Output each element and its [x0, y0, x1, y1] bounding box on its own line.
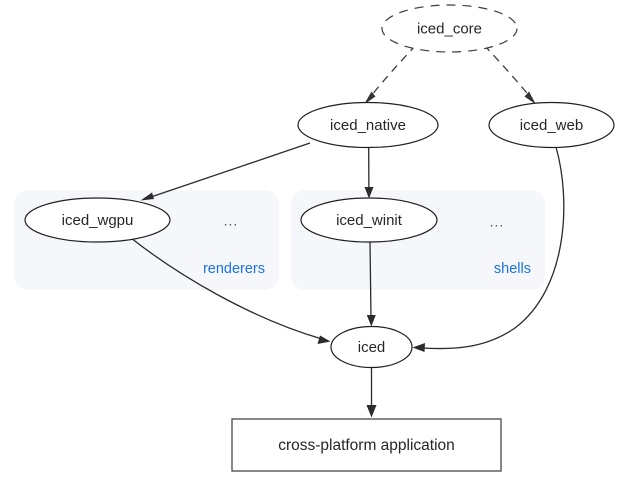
node-iced-web[interactable]: iced_web — [488, 101, 615, 149]
arrow-head-native-wgpu — [140, 192, 154, 201]
node-iced-web-shape[interactable] — [488, 101, 615, 149]
arrow-head-core-native — [364, 91, 376, 105]
edge-path-web-iced — [420, 146, 565, 350]
node-cross-platform-application[interactable]: cross-platform application — [231, 418, 502, 472]
renderers-more-indicator: ... — [224, 213, 239, 229]
node-application-label: cross-platform application — [278, 437, 455, 454]
node-iced-web-label: iced_web — [520, 117, 583, 134]
edge-path-core-native — [368, 44, 417, 99]
edge-path-core-web — [483, 44, 532, 99]
node-iced-shape[interactable] — [330, 325, 413, 369]
edge-iced-wgpu-to-iced — [130, 237, 331, 344]
node-iced-native-label: iced_native — [330, 117, 406, 134]
edge-iced-native-to-iced-wgpu — [140, 142, 311, 201]
arrow-head-iced-app — [366, 405, 377, 418]
node-iced-wgpu[interactable]: iced_wgpu — [24, 197, 171, 243]
node-iced-winit-shape[interactable] — [300, 197, 438, 243]
node-application-shape[interactable] — [231, 418, 502, 472]
shells-more-indicator: ... — [490, 214, 505, 230]
node-iced[interactable]: iced — [330, 325, 413, 369]
node-iced-winit[interactable]: iced_winit — [300, 197, 438, 243]
node-iced-core-shape[interactable] — [381, 4, 518, 53]
edge-iced-web-to-iced — [412, 146, 565, 352]
arrow-head-winit-iced — [366, 315, 376, 327]
edge-iced-native-to-iced-winit — [364, 147, 374, 199]
arrow-head-core-web — [524, 91, 536, 105]
arrow-head-native-winit — [364, 187, 374, 199]
node-iced-label: iced — [358, 339, 386, 356]
node-iced-native-shape[interactable] — [297, 101, 439, 149]
cluster-renderers-label: renderers — [203, 261, 265, 277]
edge-iced-to-application — [366, 368, 377, 418]
edge-iced-core-to-iced-web — [483, 44, 536, 105]
arrow-head-wgpu-iced — [317, 335, 331, 344]
node-iced-wgpu-shape[interactable] — [24, 197, 171, 243]
node-iced-core[interactable]: iced_core — [381, 4, 518, 53]
edge-iced-core-to-iced-native — [364, 44, 417, 105]
edge-path-wgpu-iced — [130, 237, 323, 340]
cluster-shells-label: shells — [494, 261, 531, 277]
node-iced-native[interactable]: iced_native — [297, 101, 439, 149]
edge-iced-winit-to-iced — [366, 241, 376, 327]
arrow-head-web-iced — [412, 343, 425, 352]
edge-path-native-wgpu — [147, 142, 311, 199]
node-iced-wgpu-label: iced_wgpu — [62, 212, 134, 229]
node-iced-winit-label: iced_winit — [336, 212, 403, 229]
edge-path-winit-iced — [369, 241, 372, 319]
node-iced-core-label: iced_core — [417, 20, 482, 37]
